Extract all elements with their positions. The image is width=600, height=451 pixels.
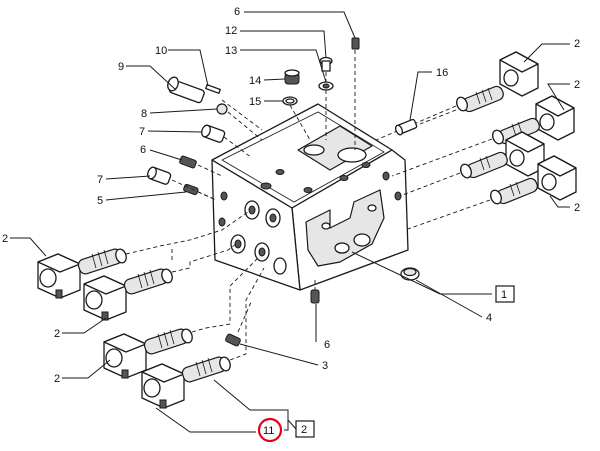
callout-7-upper: 7: [139, 126, 145, 138]
callout-6-top: 6: [234, 6, 240, 18]
highlight-ring-11: [257, 417, 283, 443]
setscrew-6-mid: [179, 155, 197, 169]
solenoid-valve-right-1: [456, 51, 539, 113]
callout-1: 1: [501, 289, 507, 301]
ball-8: [216, 103, 228, 115]
callout-16: 16: [436, 67, 448, 79]
solenoid-valve-right-4: [490, 155, 577, 205]
plug-14: [284, 69, 300, 85]
callout-5: 5: [97, 195, 103, 207]
solenoid-valve-left-4: [141, 356, 231, 409]
callout-2-left-mid: 2: [54, 328, 60, 340]
setscrew-6-bottom: [310, 289, 320, 304]
o-ring-15: [282, 96, 298, 106]
callout-4: 4: [486, 312, 492, 324]
callout-3: 3: [322, 360, 328, 372]
callout-2-box: 2: [301, 424, 307, 436]
callout-14: 14: [249, 75, 261, 87]
callout-box-1: [495, 285, 515, 303]
pin-16: [394, 118, 418, 136]
callout-2-left-low: 2: [54, 373, 60, 385]
callout-box-2: [295, 420, 315, 438]
callout-6-bottom: 6: [324, 339, 330, 351]
callout-15: 15: [249, 96, 261, 108]
callout-8: 8: [141, 108, 147, 120]
cap-plug-4: [400, 267, 420, 281]
callout-12: 12: [225, 25, 237, 37]
callout-2-right-mid: 2: [574, 79, 580, 91]
setscrew-3: [225, 333, 241, 347]
callout-2-left-top: 2: [2, 233, 8, 245]
setscrew-5: [183, 183, 199, 196]
callout-10: 10: [155, 45, 167, 57]
sleeve-7-lower: [147, 166, 172, 185]
solenoid-valve-left-3: [103, 328, 193, 379]
callout-7-lower: 7: [97, 174, 103, 186]
callout-11: 11: [263, 425, 274, 437]
plug-13: [318, 81, 334, 91]
callout-13: 13: [225, 45, 237, 57]
callout-6-mid: 6: [140, 144, 146, 156]
valve-spool-9: [167, 76, 205, 104]
solenoid-valve-left-1: [37, 248, 127, 299]
callout-9: 9: [118, 61, 124, 73]
screw-plug-6-top: [351, 37, 360, 50]
sleeve-7-upper: [201, 124, 226, 143]
callout-2-right-bot: 2: [574, 202, 580, 214]
valve-block-housing: [211, 103, 409, 291]
solenoid-valve-left-2: [83, 268, 173, 321]
pin-10: [205, 84, 221, 94]
callout-2-right-top: 2: [574, 38, 580, 50]
solenoid-valve-right-3: [460, 131, 545, 179]
